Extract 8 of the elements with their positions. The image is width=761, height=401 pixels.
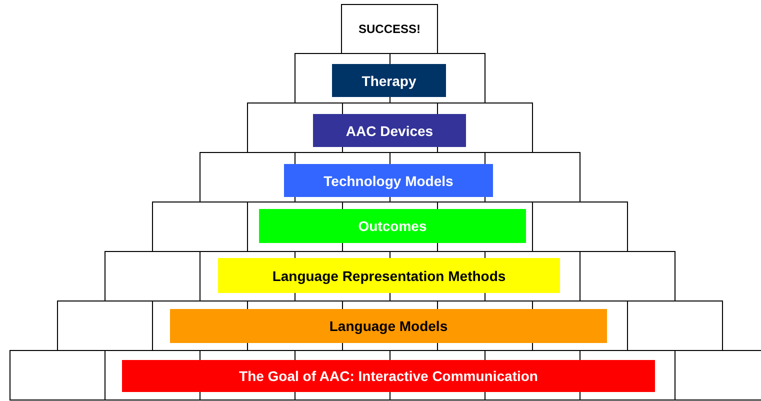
pyramid-level-band: Language Representation Methods <box>218 258 560 293</box>
pyramid-level-band: The Goal of AAC: Interactive Communication <box>122 360 655 392</box>
pyramid-level-band: AAC Devices <box>313 114 466 147</box>
pyramid-level-band: Therapy <box>332 64 446 97</box>
summit-brick: SUCCESS! <box>341 4 438 54</box>
pyramid-level-band: Outcomes <box>259 209 526 243</box>
pyramid-level-band: Language Models <box>170 309 607 343</box>
pyramid-level-band: Technology Models <box>284 164 493 197</box>
